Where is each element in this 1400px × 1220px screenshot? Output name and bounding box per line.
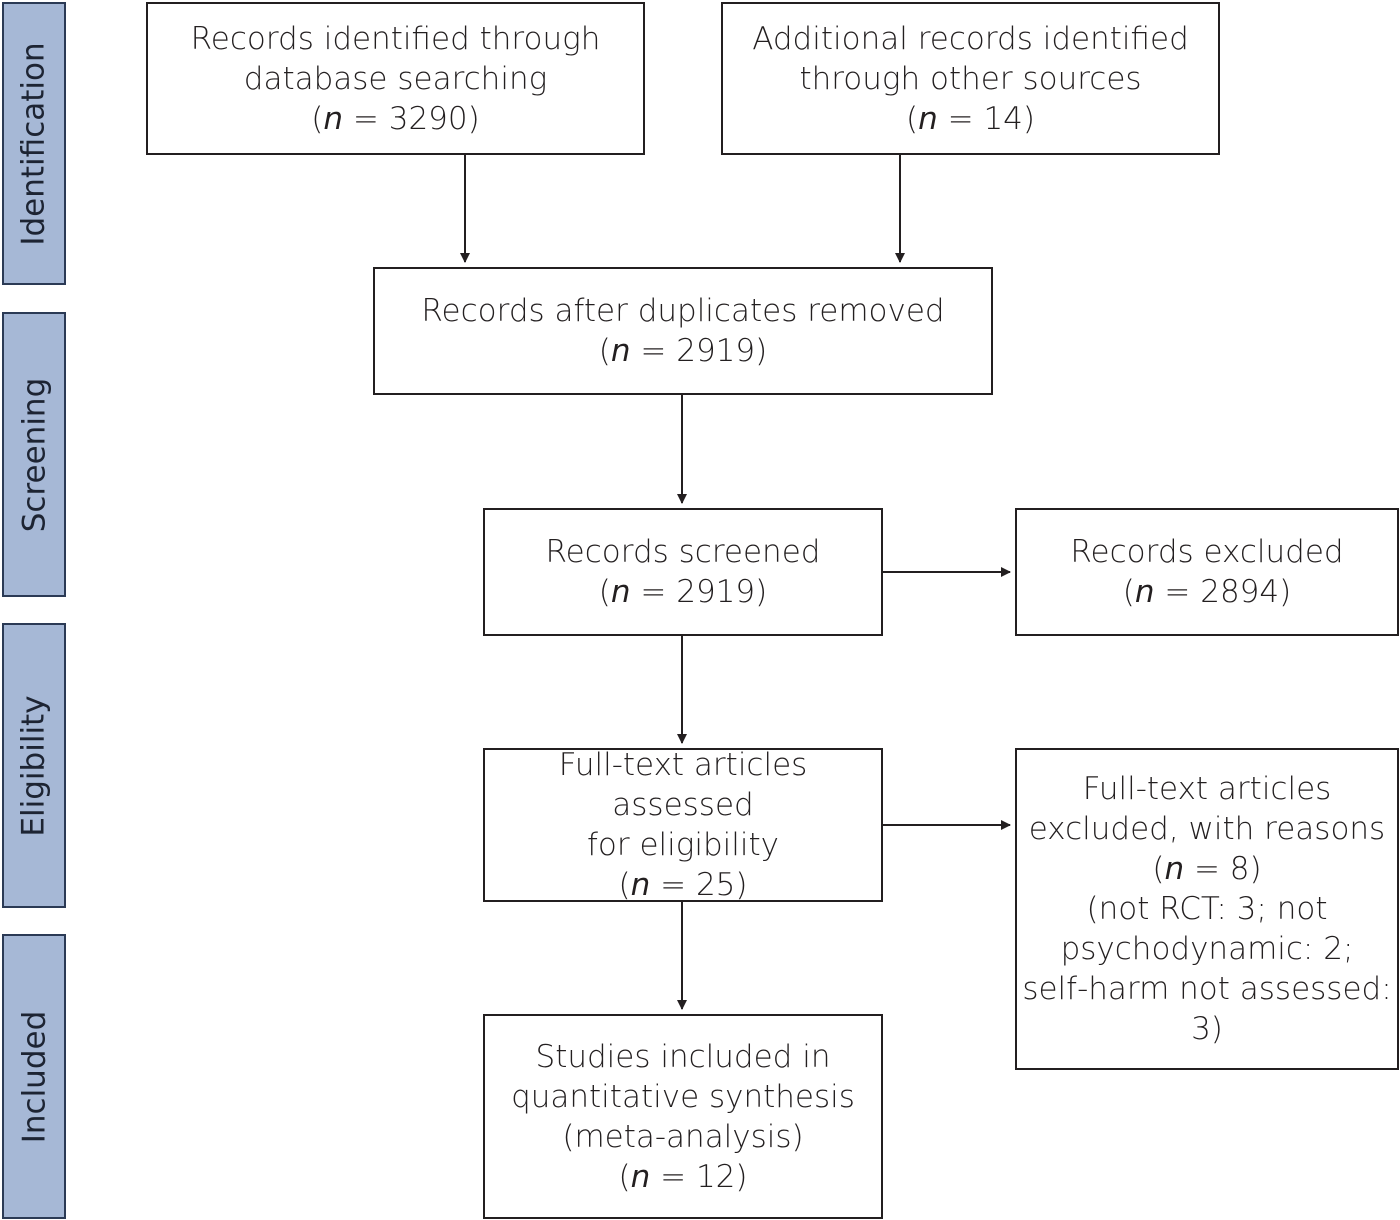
box-count: (n = 14) [906,100,1035,137]
phase-eligibility: Eligibility [2,623,66,908]
box-records-excluded: Records excluded (n = 2894) [1015,508,1399,636]
box-count: (n = 2919) [598,333,768,369]
box-count: (n = 2919) [598,574,768,610]
box-text-line: through other sources [799,60,1142,97]
box-fulltext-assessed: Full-text articles assessed for eligibil… [483,747,883,903]
box-database-records: Records identified through database sear… [146,2,645,155]
box-text-line: Records screened [545,534,821,570]
box-count: (n = 8) [1152,851,1262,887]
box-fulltext-excluded: Full-text articles excluded, with reason… [1015,748,1399,1070]
box-text-line: Records after duplicates removed [421,293,945,329]
exclusion-reason-line: (not RCT: 3; not [1086,891,1328,927]
phase-screening: Screening [2,312,66,597]
box-text-line: Additional records identified [752,20,1189,57]
box-count: (n = 12) [618,1158,748,1195]
box-count: (n = 25) [618,867,748,903]
phase-included: Included [2,934,66,1219]
box-count: (n = 3290) [311,100,480,137]
exclusion-reason-line: self-harm not assessed: [1022,971,1392,1007]
box-text-line: Full-text articles assessed [558,747,808,823]
box-text-line: quantitative synthesis [511,1078,855,1115]
phase-identification: Identification [2,2,66,285]
box-text-line: Records excluded [1070,534,1344,570]
box-records-screened: Records screened (n = 2919) [483,508,883,636]
box-studies-included: Studies included in quantitative synthes… [483,1014,883,1219]
box-text-line: (meta-analysis) [562,1118,804,1155]
box-text-line: for eligibility [586,827,779,863]
exclusion-reason-line: 3) [1191,1011,1223,1047]
box-text-line: Studies included in [535,1038,831,1075]
box-count: (n = 2894) [1122,574,1292,610]
box-text-line: excluded, with reasons [1028,811,1386,847]
box-text-line: Records identified through [190,20,601,57]
box-other-sources: Additional records identified through ot… [721,2,1220,155]
box-text-line: Full-text articles [1082,771,1332,807]
box-after-duplicates: Records after duplicates removed (n = 29… [373,267,993,395]
exclusion-reason-line: psychodynamic: 2; [1060,931,1354,967]
box-text-line: database searching [243,60,548,97]
